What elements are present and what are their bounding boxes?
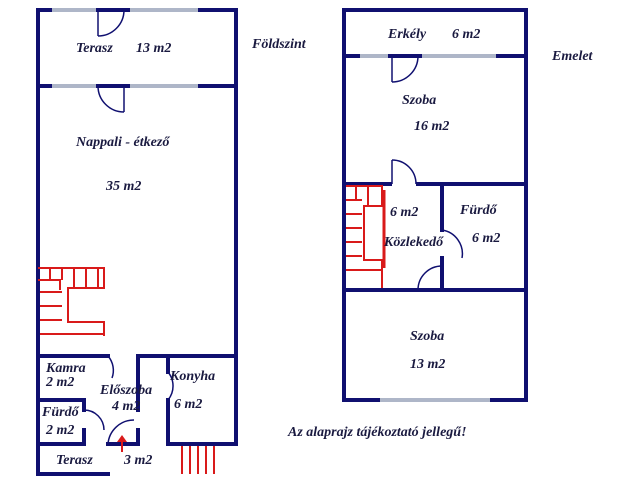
room-bath-upper-area: 6 m2 [472,231,501,246]
room-bath-ground-name: Fürdő [42,405,79,420]
room-bedroom2-area: 13 m2 [410,357,446,372]
upper-floor-doors [391,55,464,291]
room-terrace-name: Terasz [76,41,113,56]
upper-floor-stairs [346,185,383,288]
room-bath-ground-area: 2 m2 [46,423,75,438]
room-bedroom1-area: 16 m2 [414,119,450,134]
room-balcony-name: Erkély [388,27,427,42]
disclaimer-note: Az alaprajz tájékoztató jellegű! [288,425,467,440]
room-corridor-name: Közlekedő [384,235,444,250]
room-balcony-area: 6 m2 [452,27,481,42]
room-kitchen-name: Konyha [170,369,216,384]
ground-floor-windows [52,8,198,88]
ground-floor-title: Földszint [252,37,306,52]
room-small-terrace-area: 3 m2 [124,453,153,468]
room-living-area: 35 m2 [106,179,142,194]
ground-floor-doors [83,9,174,445]
room-pantry-name: Kamra [46,361,86,376]
room-terrace-area: 13 m2 [136,41,172,56]
room-bedroom1-name: Szoba [402,93,437,108]
room-bedroom2-name: Szoba [410,329,445,344]
room-small-terrace-name: Terasz [56,453,93,468]
upper-floor-windows [360,54,496,402]
room-living-name: Nappali - étkező [76,135,170,150]
room-corridor-area: 6 m2 [390,205,419,220]
room-hall-name: Előszoba [100,383,153,398]
room-bath-upper-name: Fürdő [460,203,497,218]
room-hall-area: 4 m2 [112,399,141,414]
entrance-steps [181,446,215,474]
entrance-arrow-icon [117,435,127,452]
room-kitchen-area: 6 m2 [174,397,203,412]
ground-floor-stairs [38,267,105,336]
upper-floor-walls [342,8,528,402]
room-pantry-area: 2 m2 [46,375,75,390]
upper-floor-title: Emelet [552,49,593,64]
